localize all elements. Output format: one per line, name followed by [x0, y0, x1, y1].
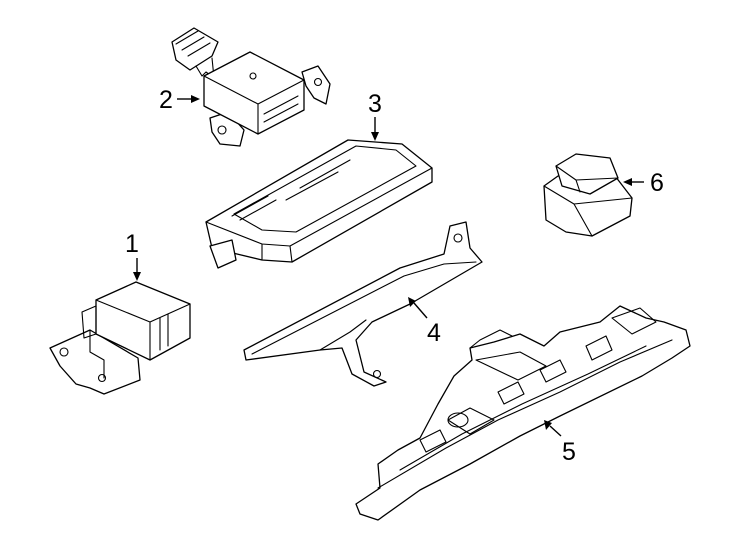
callout-label-5: 5 — [562, 438, 576, 466]
callout-6: 6 — [623, 169, 664, 197]
callout-label-6: 6 — [650, 169, 664, 197]
part-1-module — [49, 281, 191, 395]
callout-label-4: 4 — [427, 319, 441, 347]
callout-5: 5 — [544, 420, 576, 466]
part-2-module — [171, 27, 331, 147]
part-6-relay — [543, 153, 633, 237]
callout-label-1: 1 — [125, 230, 139, 258]
callout-4: 4 — [408, 297, 441, 347]
callout-label-3: 3 — [368, 90, 382, 118]
callout-3: 3 — [368, 90, 382, 141]
callout-2: 2 — [159, 86, 200, 114]
callout-1: 1 — [125, 230, 141, 281]
callout-label-2: 2 — [159, 86, 173, 114]
part-5-housing — [355, 305, 691, 521]
part-4-bracket — [243, 221, 483, 387]
part-3-control-module — [205, 139, 433, 269]
